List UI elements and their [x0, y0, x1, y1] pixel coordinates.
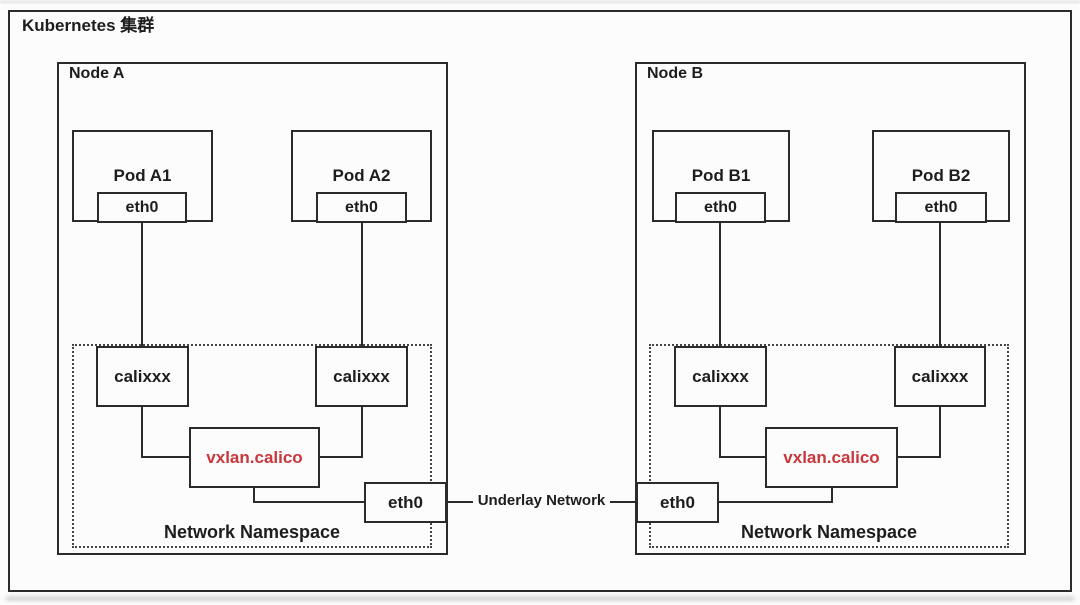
pod-b1-eth0-box: eth0 — [675, 192, 766, 223]
vxlan-b-label: vxlan.calico — [783, 447, 880, 467]
bottom-artifact-line — [6, 597, 1074, 600]
veth-b1-box: calixxx — [674, 346, 767, 407]
top-artifact-line — [0, 1, 1080, 3]
pod-a1-eth0-box: eth0 — [97, 192, 187, 223]
node-a-label: Node A — [69, 65, 125, 82]
connector-veth-b1-vxlan — [719, 456, 765, 458]
connector-vxlan-b-down — [831, 488, 833, 503]
pod-b1-eth0-label: eth0 — [704, 198, 737, 216]
network-namespace-box-b: Network Namespace — [649, 344, 1009, 548]
connector-poda2-veth — [361, 223, 363, 346]
pod-a2-eth0-box: eth0 — [316, 192, 407, 223]
vxlan-b-box: vxlan.calico — [765, 427, 898, 488]
pod-b2-label: Pod B2 — [911, 166, 971, 185]
pod-a2-label: Pod A2 — [332, 166, 391, 185]
connector-veth-a1-down — [141, 407, 143, 458]
host-eth0-b-label: eth0 — [660, 492, 695, 512]
connector-podb1-veth — [719, 223, 721, 346]
vxlan-a-label: vxlan.calico — [206, 447, 303, 467]
pod-b2-eth0-label: eth0 — [924, 198, 958, 216]
connector-veth-b2-down — [939, 407, 941, 458]
underlay-network-label-wrap: Underlay Network — [447, 492, 636, 510]
host-eth0-a-label: eth0 — [388, 492, 423, 512]
veth-b2-label: calixxx — [911, 366, 969, 386]
network-namespace-box-a: Network Namespace — [72, 344, 432, 548]
veth-b2-box: calixxx — [894, 346, 986, 407]
connector-vxlan-a-down — [253, 488, 255, 503]
veth-a1-label: calixxx — [114, 366, 171, 386]
connector-veth-b1-down — [719, 407, 721, 458]
connector-podb2-veth — [939, 223, 941, 346]
node-b-label: Node B — [647, 65, 703, 82]
connector-veth-a1-vxlan — [141, 456, 191, 458]
connector-vxlan-b-eth0 — [719, 501, 833, 503]
pod-a1-label: Pod A1 — [113, 166, 172, 185]
connector-veth-b2-vxlan — [898, 456, 941, 458]
node-a-box — [57, 62, 448, 555]
underlay-network-label: Underlay Network — [472, 492, 611, 509]
connector-vxlan-a-eth0 — [253, 501, 364, 503]
pod-b1-label: Pod B1 — [691, 166, 751, 185]
pod-a1-eth0-label: eth0 — [125, 198, 159, 216]
veth-b1-label: calixxx — [692, 366, 749, 386]
connector-veth-a2-vxlan — [320, 456, 363, 458]
network-namespace-label-a: Network Namespace — [163, 522, 341, 542]
cluster-title: Kubernetes 集群 — [22, 16, 155, 35]
node-b-box — [635, 62, 1026, 555]
network-namespace-label-b: Network Namespace — [740, 522, 918, 542]
veth-a2-box: calixxx — [315, 346, 408, 407]
host-eth0-a-box: eth0 — [364, 482, 447, 523]
host-eth0-b-box: eth0 — [636, 482, 719, 523]
veth-a1-box: calixxx — [96, 346, 189, 407]
pod-b2-eth0-box: eth0 — [895, 192, 987, 223]
connector-poda1-veth — [141, 223, 143, 346]
veth-a2-label: calixxx — [333, 366, 390, 386]
vxlan-a-box: vxlan.calico — [189, 427, 320, 488]
connector-veth-a2-down — [361, 407, 363, 458]
pod-a2-eth0-label: eth0 — [345, 198, 378, 216]
